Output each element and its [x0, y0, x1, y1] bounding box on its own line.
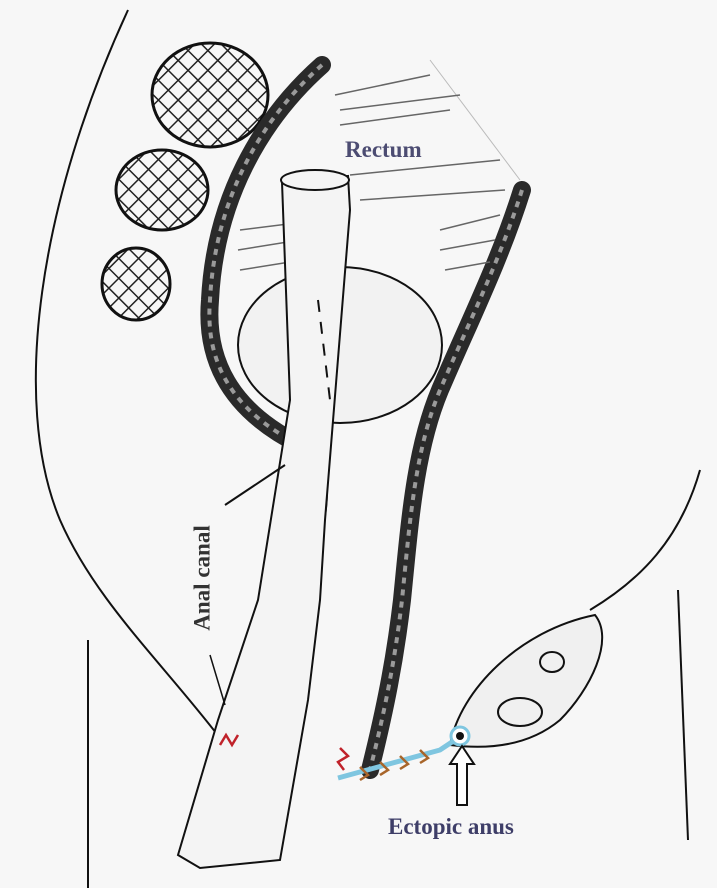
- label-rectum: Rectum: [345, 137, 422, 163]
- vertebra-middle: [116, 150, 208, 230]
- vertebra-lower: [102, 248, 170, 320]
- body-outline-right: [590, 470, 700, 610]
- up-arrow-icon: [450, 746, 474, 805]
- perineal-mass: [450, 615, 602, 747]
- leg-outline-right: [678, 590, 688, 840]
- vertebra-upper: [152, 43, 268, 147]
- label-anal-canal: Anal canal: [190, 525, 216, 630]
- label-ectopic-anus: Ectopic anus: [388, 814, 514, 840]
- bowel-end: [281, 170, 349, 190]
- suture-right: [338, 748, 348, 770]
- fistula-track: [338, 738, 458, 778]
